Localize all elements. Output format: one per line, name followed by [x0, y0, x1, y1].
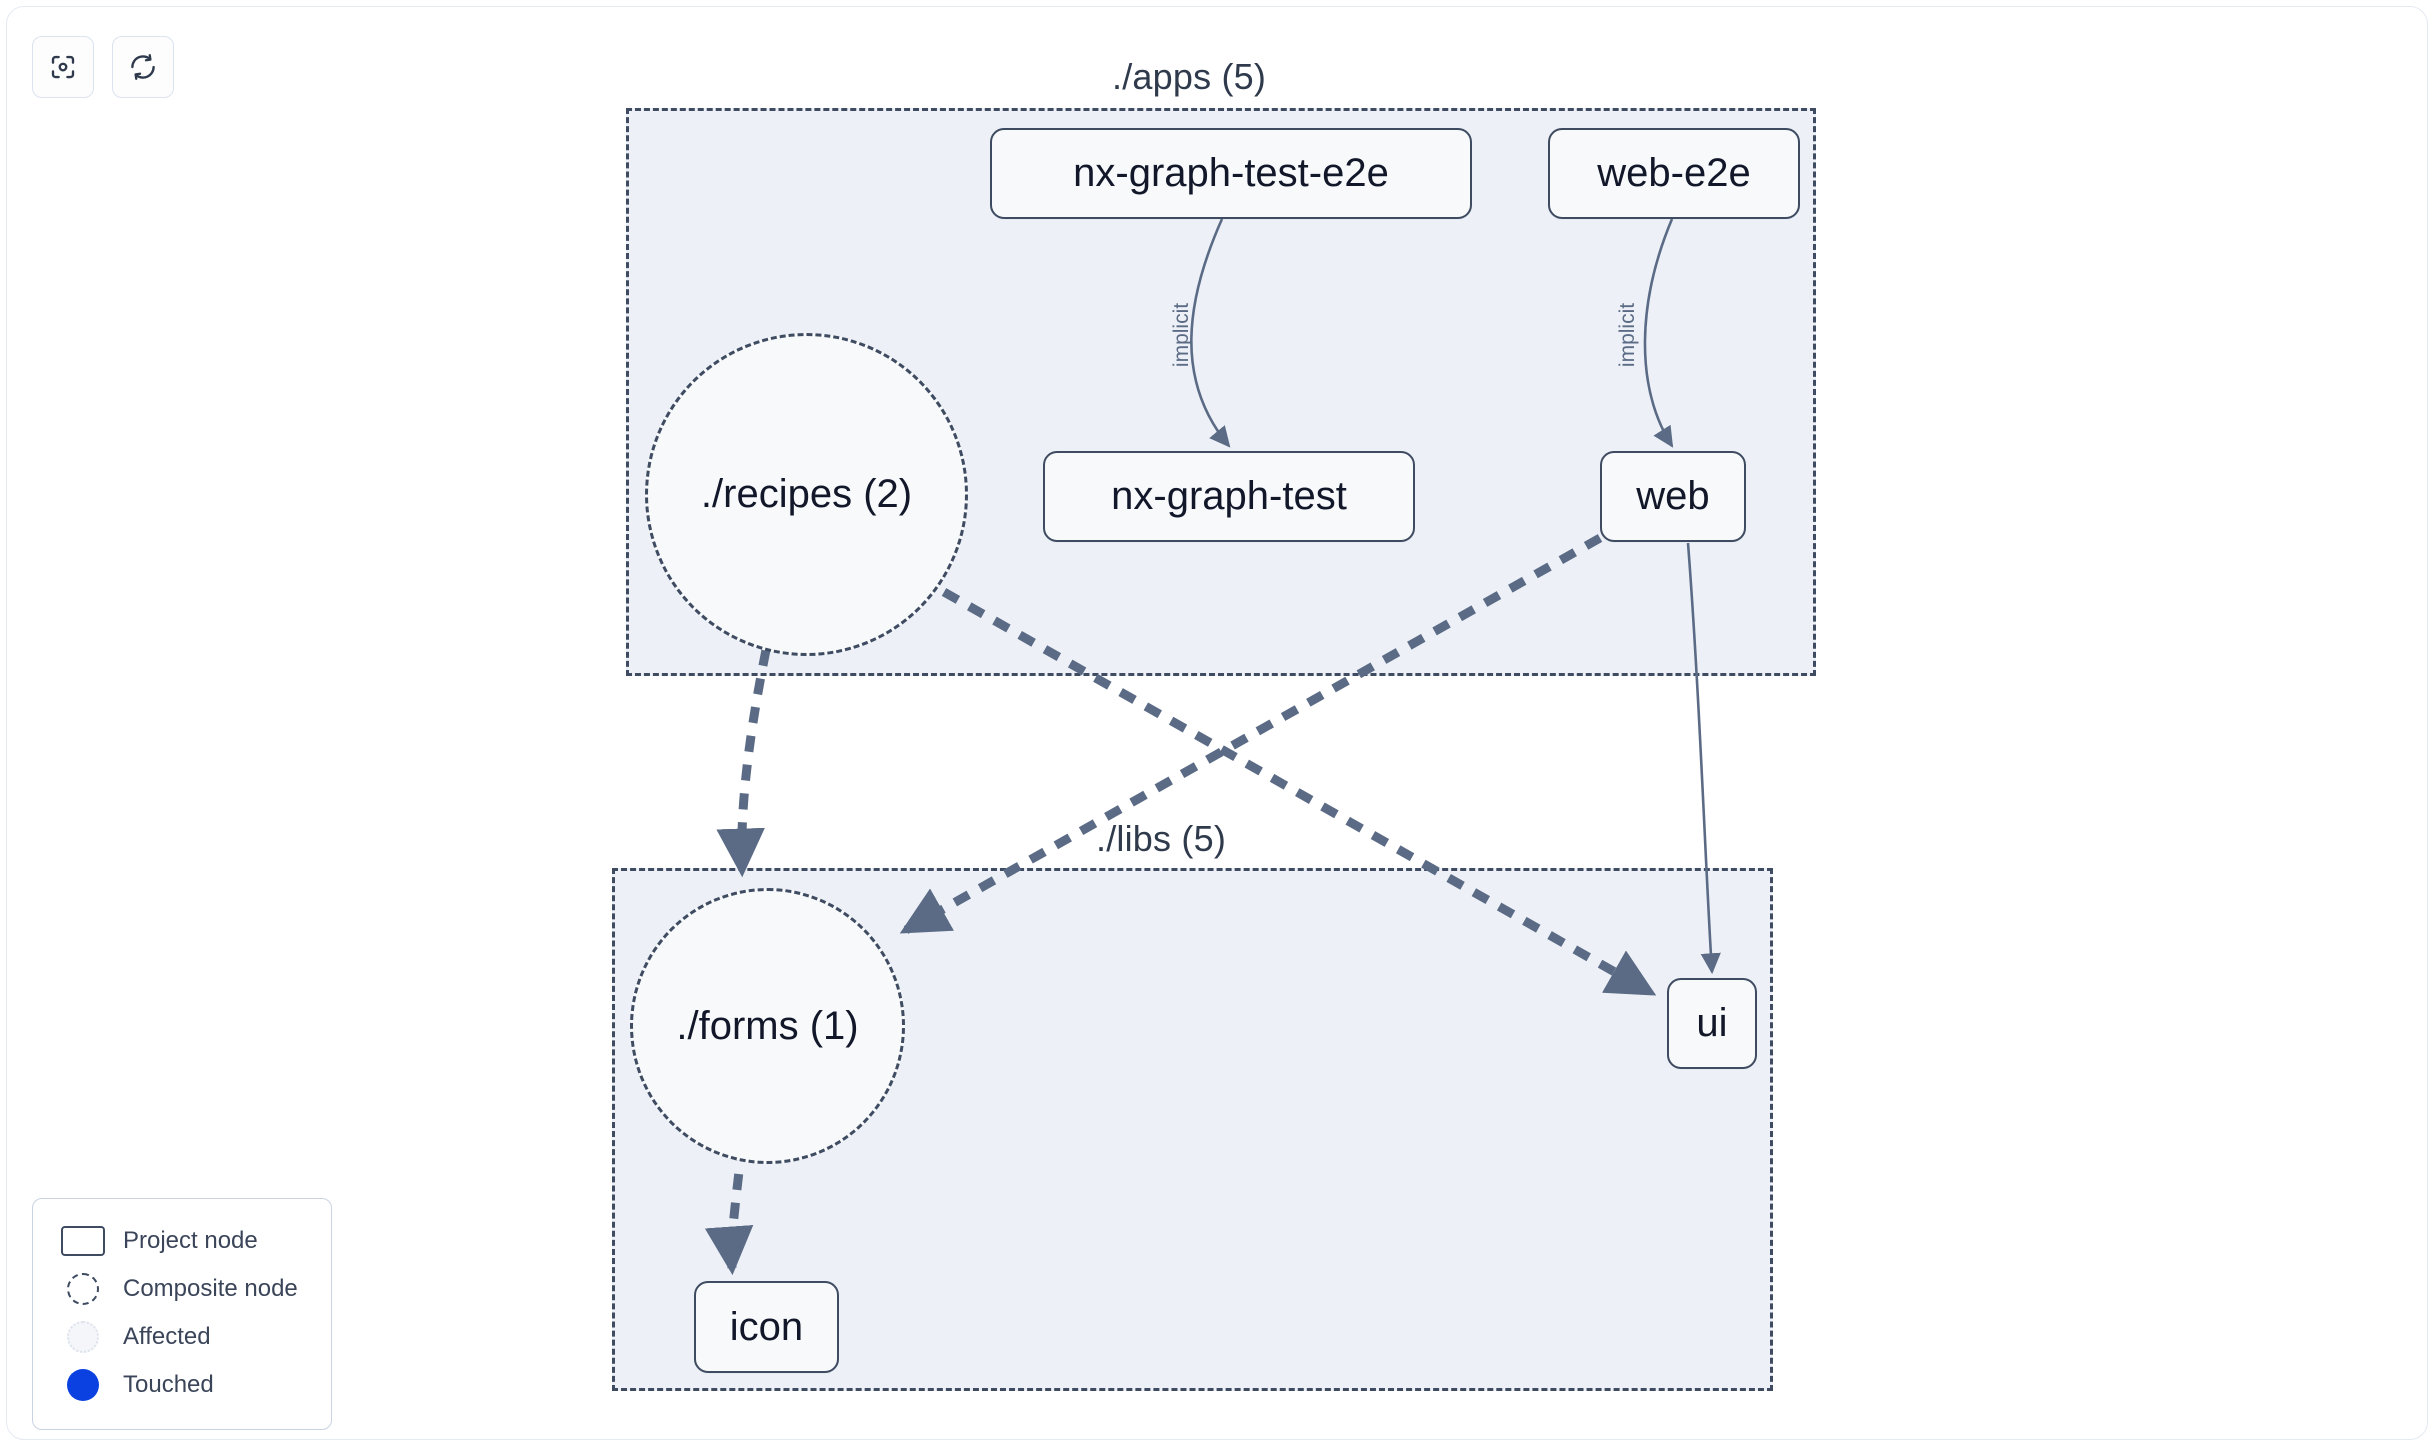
node-label: icon — [729, 1304, 804, 1349]
legend-item-composite-node: Composite node — [55, 1265, 309, 1313]
refresh-graph-button[interactable] — [112, 36, 174, 98]
edge-recipes-to-forms — [716, 649, 771, 878]
node-label: nx-graph-test-e2e — [1073, 151, 1389, 195]
node-recipes-composite[interactable]: ./recipes (2) — [645, 333, 968, 656]
group-label-apps: ./apps (5) — [1112, 56, 1267, 97]
legend-item-project-node: Project node — [55, 1217, 309, 1265]
node-ui[interactable]: ui — [1667, 978, 1757, 1069]
node-label: web-e2e — [1597, 151, 1751, 195]
node-nx-graph-test[interactable]: nx-graph-test — [1043, 451, 1415, 542]
legend-label: Touched — [123, 1371, 214, 1398]
node-nx-graph-test-e2e[interactable]: nx-graph-test-e2e — [990, 128, 1472, 219]
node-web[interactable]: web — [1600, 451, 1746, 542]
group-label-libs: ./libs (5) — [1096, 818, 1227, 859]
node-label: nx-graph-test — [1111, 474, 1347, 518]
affected-swatch — [55, 1321, 111, 1353]
node-label: ./recipes (2) — [700, 472, 913, 516]
focus-graph-button[interactable] — [32, 36, 94, 98]
graph-toolbar — [32, 36, 174, 98]
node-web-e2e[interactable]: web-e2e — [1548, 128, 1800, 219]
node-icon[interactable]: icon — [694, 1281, 839, 1373]
node-label: ui — [1696, 1001, 1728, 1045]
legend-label: Composite node — [123, 1275, 298, 1302]
node-label: web — [1636, 474, 1710, 518]
composite-node-swatch — [55, 1273, 111, 1305]
legend-label: Affected — [123, 1323, 211, 1350]
refresh-icon — [128, 52, 158, 82]
focus-target-icon — [48, 52, 78, 82]
graph-legend: Project node Composite node Affected Tou… — [32, 1198, 332, 1430]
legend-label: Project node — [123, 1227, 258, 1254]
node-forms-composite[interactable]: ./forms (1) — [630, 888, 905, 1164]
touched-swatch — [55, 1369, 111, 1401]
legend-item-affected: Affected — [55, 1313, 309, 1361]
node-label: ./forms (1) — [676, 1003, 859, 1048]
legend-item-touched: Touched — [55, 1361, 309, 1409]
project-node-swatch — [55, 1226, 111, 1256]
